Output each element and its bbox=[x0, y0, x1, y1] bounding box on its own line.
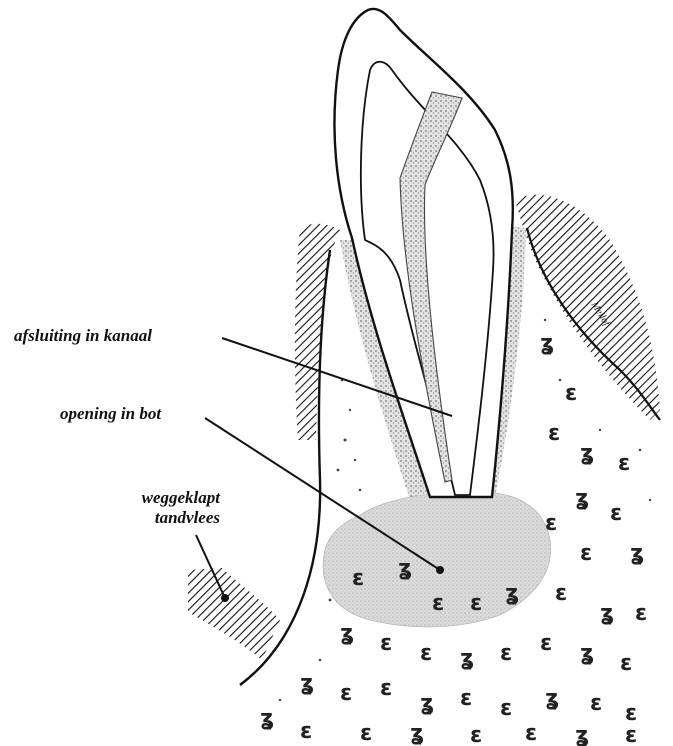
svg-text:ɛ: ɛ bbox=[618, 451, 630, 476]
gum-tissue-left bbox=[295, 224, 340, 440]
svg-text:ʓ: ʓ bbox=[540, 331, 554, 356]
gum-tissue-right bbox=[515, 195, 660, 420]
svg-text:ɛ: ɛ bbox=[470, 723, 482, 746]
svg-text:ʓ: ʓ bbox=[398, 556, 412, 581]
svg-text:ɛ: ɛ bbox=[580, 541, 592, 566]
svg-text:ʓ: ʓ bbox=[340, 621, 354, 646]
svg-text:ɛ: ɛ bbox=[610, 501, 622, 526]
svg-text:ɛ: ɛ bbox=[460, 686, 472, 711]
pointer-gum-dot bbox=[221, 594, 229, 602]
svg-text:ɛ: ɛ bbox=[540, 631, 552, 656]
folded-gum-flap bbox=[188, 568, 280, 660]
svg-text:ʓ: ʓ bbox=[300, 671, 314, 696]
svg-text:ɛ: ɛ bbox=[620, 651, 632, 676]
label-canal-seal: afsluiting in kanaal bbox=[14, 326, 152, 346]
svg-text:ʓ: ʓ bbox=[580, 641, 594, 666]
svg-text:ɛ: ɛ bbox=[352, 566, 364, 591]
svg-text:ʓ: ʓ bbox=[260, 706, 274, 731]
svg-text:ɛ: ɛ bbox=[360, 721, 372, 746]
svg-text:ʓ: ʓ bbox=[580, 441, 594, 466]
pointer-bone-opening-dot bbox=[436, 566, 444, 574]
svg-text:ɛ: ɛ bbox=[525, 721, 537, 746]
svg-text:ɛ: ɛ bbox=[340, 681, 352, 706]
svg-text:ɛ: ɛ bbox=[300, 719, 312, 744]
svg-text:ʓ: ʓ bbox=[420, 691, 434, 716]
svg-text:ɛ: ɛ bbox=[590, 691, 602, 716]
svg-text:ɛ: ɛ bbox=[565, 381, 577, 406]
svg-text:ɛ: ɛ bbox=[470, 591, 482, 616]
svg-text:ʓ: ʓ bbox=[600, 601, 614, 626]
svg-text:ɛ: ɛ bbox=[432, 591, 444, 616]
svg-text:ʓ: ʓ bbox=[575, 723, 589, 746]
svg-text:ɛ: ɛ bbox=[420, 641, 432, 666]
label-bone-opening: opening in bot bbox=[60, 404, 161, 424]
label-gum-line1: weggeklapt bbox=[88, 488, 220, 508]
svg-text:ʓ: ʓ bbox=[545, 686, 559, 711]
svg-text:ʓ: ʓ bbox=[460, 646, 474, 671]
svg-text:ɛ: ɛ bbox=[500, 641, 512, 666]
svg-text:ʓ: ʓ bbox=[575, 486, 589, 511]
svg-text:ʓ: ʓ bbox=[410, 721, 424, 746]
label-gum-line2: tandvlees bbox=[88, 508, 220, 528]
svg-text:ɛ: ɛ bbox=[545, 511, 557, 536]
svg-text:ɛ: ɛ bbox=[625, 723, 637, 746]
svg-text:ɛ: ɛ bbox=[380, 676, 392, 701]
svg-text:ɛ: ɛ bbox=[635, 601, 647, 626]
svg-text:ʓ: ʓ bbox=[505, 581, 519, 606]
svg-text:ɛ: ɛ bbox=[500, 696, 512, 721]
svg-text:ɛ: ɛ bbox=[380, 631, 392, 656]
svg-text:ɛ: ɛ bbox=[548, 421, 560, 446]
svg-text:ɛ: ɛ bbox=[555, 581, 567, 606]
svg-text:ʓ: ʓ bbox=[630, 541, 644, 566]
